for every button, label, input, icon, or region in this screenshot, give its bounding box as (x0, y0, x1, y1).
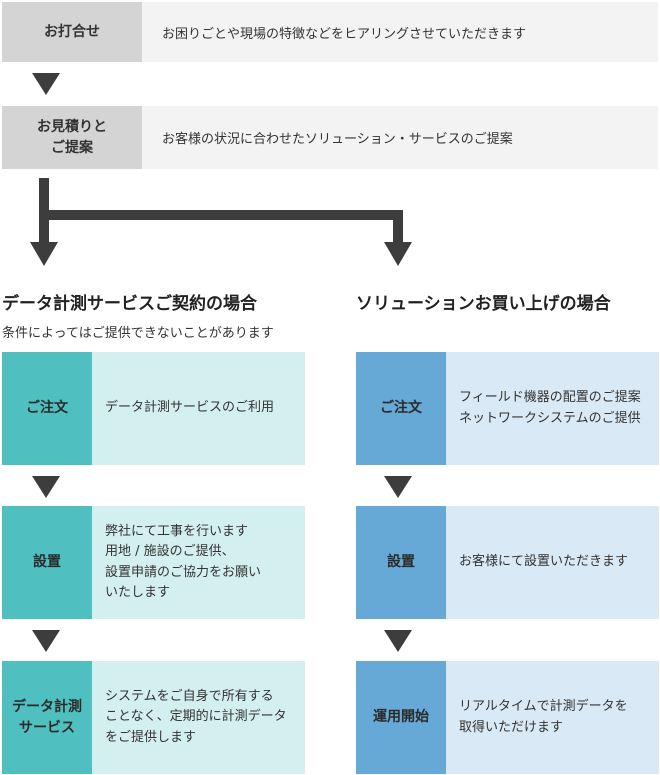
right-step-install-description-text: お客様にて設置いただきます (459, 554, 629, 570)
left-branch-title: データ計測サービスご契約の場合 (2, 294, 257, 314)
step-estimate-label: お見積りと ご提案 (2, 106, 142, 169)
arrow-down-icon (384, 630, 412, 652)
left-step-install-label-text: 設置 (33, 554, 61, 570)
right-step-operation-description-text: リアルタイムで計測データを 取得いただけます (459, 699, 628, 735)
arrow-down-icon (32, 73, 60, 95)
left-step-service-label: データ計測 サービス (2, 661, 92, 774)
step-meeting-description-text: お困りごとや現場の特徴などをヒアリングさせていただきます (162, 26, 527, 42)
right-step-order-description-text: フィールド機器の配置のご提案 ネットワークシステムのご提供 (459, 390, 641, 426)
left-step-service-description-text: システムをご自身で所有する ことなく、定期的に計測データ をご提供します (105, 689, 287, 745)
step-meeting-label-text: お打合せ (44, 23, 100, 40)
arrow-down-icon (32, 630, 60, 652)
left-step-service-description: システムをご自身で所有する ことなく、定期的に計測データ をご提供します (92, 661, 305, 774)
right-step-operation-label-text: 運用開始 (373, 709, 429, 725)
left-step-order-label-text: ご注文 (26, 400, 68, 416)
right-branch-title: ソリューションお買い上げの場合 (356, 294, 611, 314)
left-step-order-description: データ計測サービスのご利用 (92, 352, 305, 465)
step-estimate-description-text: お客様の状況に合わせたソリューション・サービスのご提案 (162, 132, 513, 147)
left-step-order-label: ご注文 (2, 352, 92, 465)
step-meeting-label: お打合せ (2, 2, 142, 62)
step-estimate-label-text: お見積りと ご提案 (37, 119, 107, 156)
left-branch-note: 条件によってはご提供できないことがあります (2, 326, 274, 341)
right-step-install-label: 設置 (356, 506, 446, 619)
left-step-install-description-text: 弊社にて工事を行います 用地 / 施設のご提供、 設置申請のご協力をお願い いた… (105, 524, 262, 600)
right-step-operation-label: 運用開始 (356, 661, 446, 774)
step-estimate-description: お客様の状況に合わせたソリューション・サービスのご提案 (142, 106, 658, 169)
left-step-install-label: 設置 (2, 506, 92, 619)
right-step-install-label-text: 設置 (387, 554, 415, 570)
right-step-order-label: ご注文 (356, 352, 446, 465)
right-step-install-description: お客様にて設置いただきます (446, 506, 659, 619)
left-step-order-description-text: データ計測サービスのご利用 (105, 400, 275, 416)
left-step-install-description: 弊社にて工事を行います 用地 / 施設のご提供、 設置申請のご協力をお願い いた… (92, 506, 305, 619)
branch-connector-icon (30, 178, 412, 266)
right-step-order-label-text: ご注文 (380, 400, 422, 416)
right-step-operation-description: リアルタイムで計測データを 取得いただけます (446, 661, 659, 774)
arrow-down-icon (32, 476, 60, 498)
arrow-down-icon (384, 476, 412, 498)
right-step-order-description: フィールド機器の配置のご提案 ネットワークシステムのご提供 (446, 352, 659, 465)
left-step-service-label-text: データ計測 サービス (12, 698, 82, 736)
step-meeting-description: お困りごとや現場の特徴などをヒアリングさせていただきます (142, 2, 658, 62)
